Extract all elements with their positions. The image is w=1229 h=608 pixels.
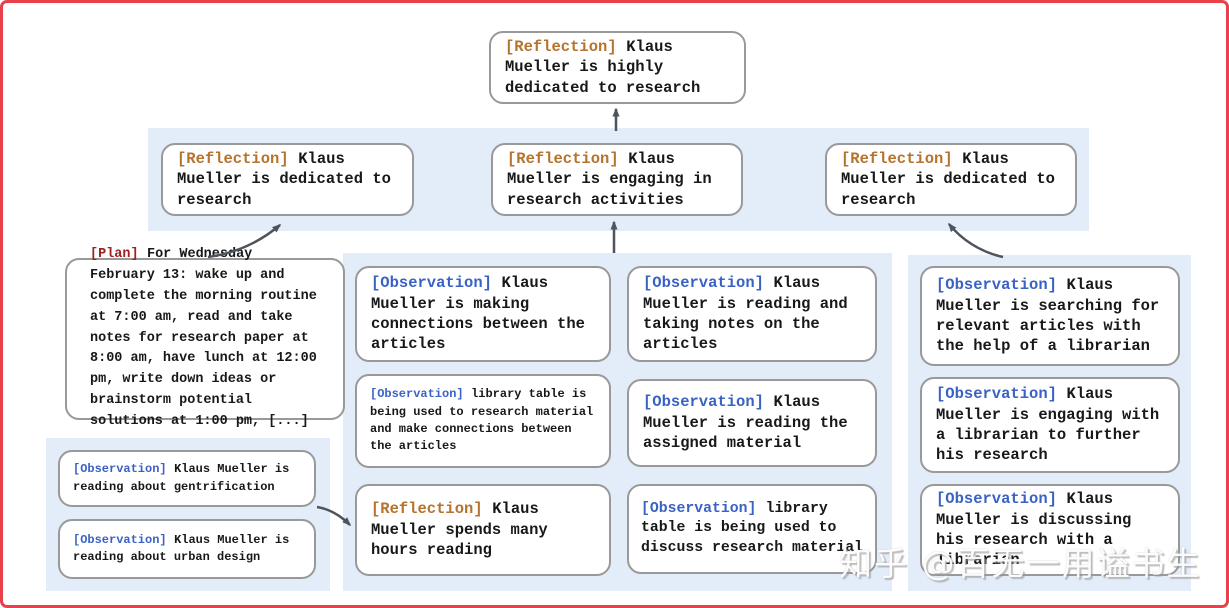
node-body-text: Klaus Mueller is reading about gentrific… [73,462,290,494]
node-body-text: Klaus Mueller is reading about urban des… [73,532,290,564]
node-body-text: Klaus Mueller is dedicated to research [177,149,391,209]
watermark-text: 知乎 @百无一用谥书生 [839,544,1202,583]
observation-tag: [Observation] [643,274,764,293]
node-observation-making-connections: [Observation]Klaus Mueller is making con… [355,266,611,362]
node-text: [Reflection]Klaus Mueller is engaging in… [507,149,727,210]
observation-tag: [Observation] [73,532,167,547]
node-body-text: Klaus Mueller is discussing his research… [936,490,1132,570]
node-reflection-left: [Reflection]Klaus Mueller is dedicated t… [161,143,414,216]
node-text: [Observation]library table is being used… [641,500,863,559]
node-body-text: Klaus Mueller is dedicated to research [841,149,1055,209]
observation-tag: [Observation] [73,462,167,477]
node-text: [Observation]Klaus Mueller is making con… [371,273,595,355]
observation-tag: [Observation] [936,276,1057,295]
node-text: [Reflection]Klaus Mueller is dedicated t… [841,149,1061,210]
node-text: [Reflection]Klaus Mueller is dedicated t… [177,149,398,210]
node-reflection-right: [Reflection]Klaus Mueller is dedicated t… [825,143,1077,216]
node-observation-engaging-librarian: [Observation]Klaus Mueller is engaging w… [920,377,1180,473]
node-body-text: Klaus Mueller is searching for relevant … [936,276,1160,356]
observation-tag: [Observation] [936,490,1057,509]
node-body-text: library table is being used to research … [370,387,594,454]
node-observation-gentrification: [Observation]Klaus Mueller is reading ab… [58,450,316,507]
node-observation-assigned-material: [Observation]Klaus Mueller is reading th… [627,379,877,467]
node-body-text: Klaus Mueller is reading and taking note… [643,274,848,354]
node-text: [Observation]Klaus Mueller is searching … [936,275,1164,357]
node-body-text: Klaus Mueller spends many hours reading [371,500,548,560]
node-observation-urban-design: [Observation]Klaus Mueller is reading ab… [58,519,316,579]
reflection-tag: [Reflection] [371,500,483,519]
node-body-text: Klaus Mueller is reading the assigned ma… [643,393,848,453]
plan-tag: [Plan] [90,246,139,262]
reflection-tag: [Reflection] [841,149,953,168]
node-body-text: For Wednesday February 13: wake up and c… [90,246,317,430]
node-text: [Observation]Klaus Mueller is reading th… [643,392,861,453]
node-reflection-middle: [Reflection]Klaus Mueller is engaging in… [491,143,743,216]
node-observation-searching-articles: [Observation]Klaus Mueller is searching … [920,266,1180,366]
node-observation-discussing-librarian: [Observation]Klaus Mueller is discussing… [920,484,1180,576]
reflection-tag: [Reflection] [505,37,617,56]
node-body-text: Klaus Mueller is highly dedicated to res… [505,37,701,97]
node-body-text: Klaus Mueller is making connections betw… [371,274,585,354]
node-text: [Observation]Klaus Mueller is discussing… [936,489,1164,571]
reflection-tag: [Reflection] [507,149,619,168]
node-observation-library-table-discuss: [Observation]library table is being used… [627,484,877,574]
node-body-text: Klaus Mueller is engaging in research ac… [507,149,712,209]
node-text: [Observation]Klaus Mueller is reading ab… [73,461,301,496]
observation-tag: [Observation] [936,385,1057,404]
node-text: [Observation]Klaus Mueller is reading an… [643,273,861,355]
node-root-reflection: [Reflection]Klaus Mueller is highly dedi… [489,31,746,104]
node-observation-taking-notes: [Observation]Klaus Mueller is reading an… [627,266,877,362]
node-plan: [Plan]For Wednesday February 13: wake up… [65,247,345,429]
observation-tag: [Observation] [371,274,492,293]
node-body-text: library table is being used to discuss r… [641,500,863,556]
node-text: [Plan]For Wednesday February 13: wake up… [90,245,320,433]
node-text: [Observation]Klaus Mueller is engaging w… [936,384,1164,466]
node-text: [Observation]Klaus Mueller is reading ab… [73,532,301,567]
observation-tag: [Observation] [643,393,764,412]
observation-tag: [Observation] [370,387,464,402]
node-text: [Observation]library table is being used… [370,386,596,456]
node-reflection-spends-hours-reading: [Reflection]Klaus Mueller spends many ho… [355,484,611,576]
observation-tag: [Observation] [641,500,757,517]
node-text: [Reflection]Klaus Mueller is highly dedi… [505,37,730,98]
node-text: [Reflection]Klaus Mueller spends many ho… [371,499,595,560]
node-observation-library-table-research: [Observation]library table is being used… [355,374,611,468]
reflection-tag: [Reflection] [177,149,289,168]
node-body-text: Klaus Mueller is engaging with a librari… [936,385,1160,465]
